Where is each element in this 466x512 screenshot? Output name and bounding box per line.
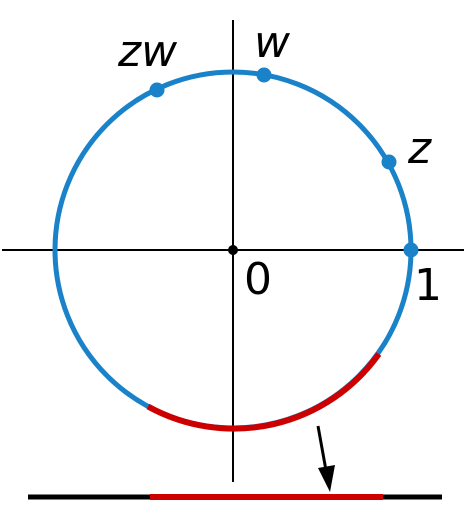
point-one [403, 242, 419, 258]
label-origin: 0 [244, 254, 272, 305]
point-zw [149, 82, 165, 98]
highlighted-arc [146, 352, 382, 432]
mapping-arrow-head [318, 465, 335, 492]
point-z [381, 154, 397, 170]
label-w: w [254, 17, 291, 68]
label-zw: zw [117, 26, 178, 77]
origin-point [228, 245, 238, 255]
label-one: 1 [414, 260, 442, 311]
point-w [256, 67, 272, 83]
label-z: z [407, 123, 432, 174]
